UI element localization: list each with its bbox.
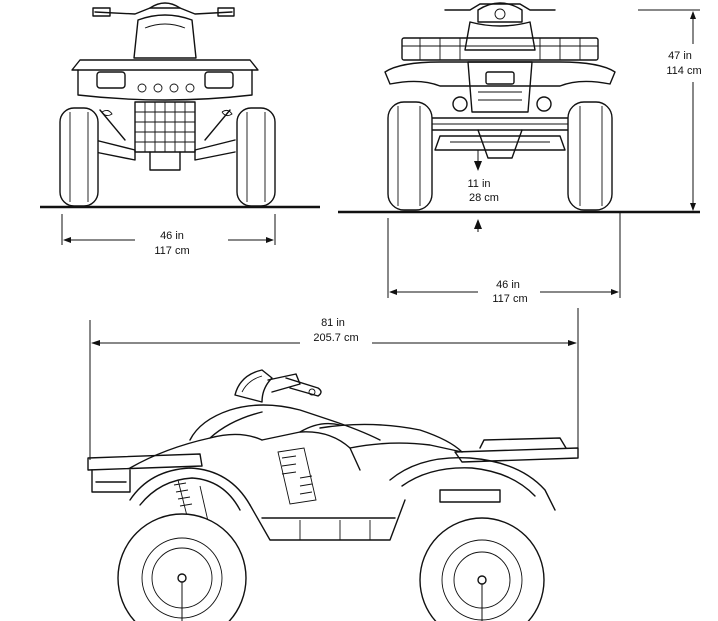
side-view: 81 in 205.7 cm xyxy=(87,308,579,621)
height-metric-label: 114 cm xyxy=(666,65,701,77)
front-view: 46 in 117 cm xyxy=(40,2,320,257)
front-track-imperial-label: 46 in xyxy=(160,230,184,242)
rear-track-metric-label: 117 cm xyxy=(492,293,527,305)
rear-track-imperial-label: 46 in xyxy=(496,279,520,291)
ground-clearance-imperial-label: 11 in xyxy=(467,178,490,190)
overall-length-metric-label: 205.7 cm xyxy=(313,332,358,344)
front-track-metric-label: 117 cm xyxy=(154,245,189,257)
ground-clearance-metric-label: 28 cm xyxy=(469,192,499,204)
height-imperial-label: 47 in xyxy=(668,50,692,62)
rear-view: 11 in 28 cm 47 in 114 cm 46 in 117 cm xyxy=(338,2,702,305)
overall-length-imperial-label: 81 in xyxy=(321,317,345,329)
